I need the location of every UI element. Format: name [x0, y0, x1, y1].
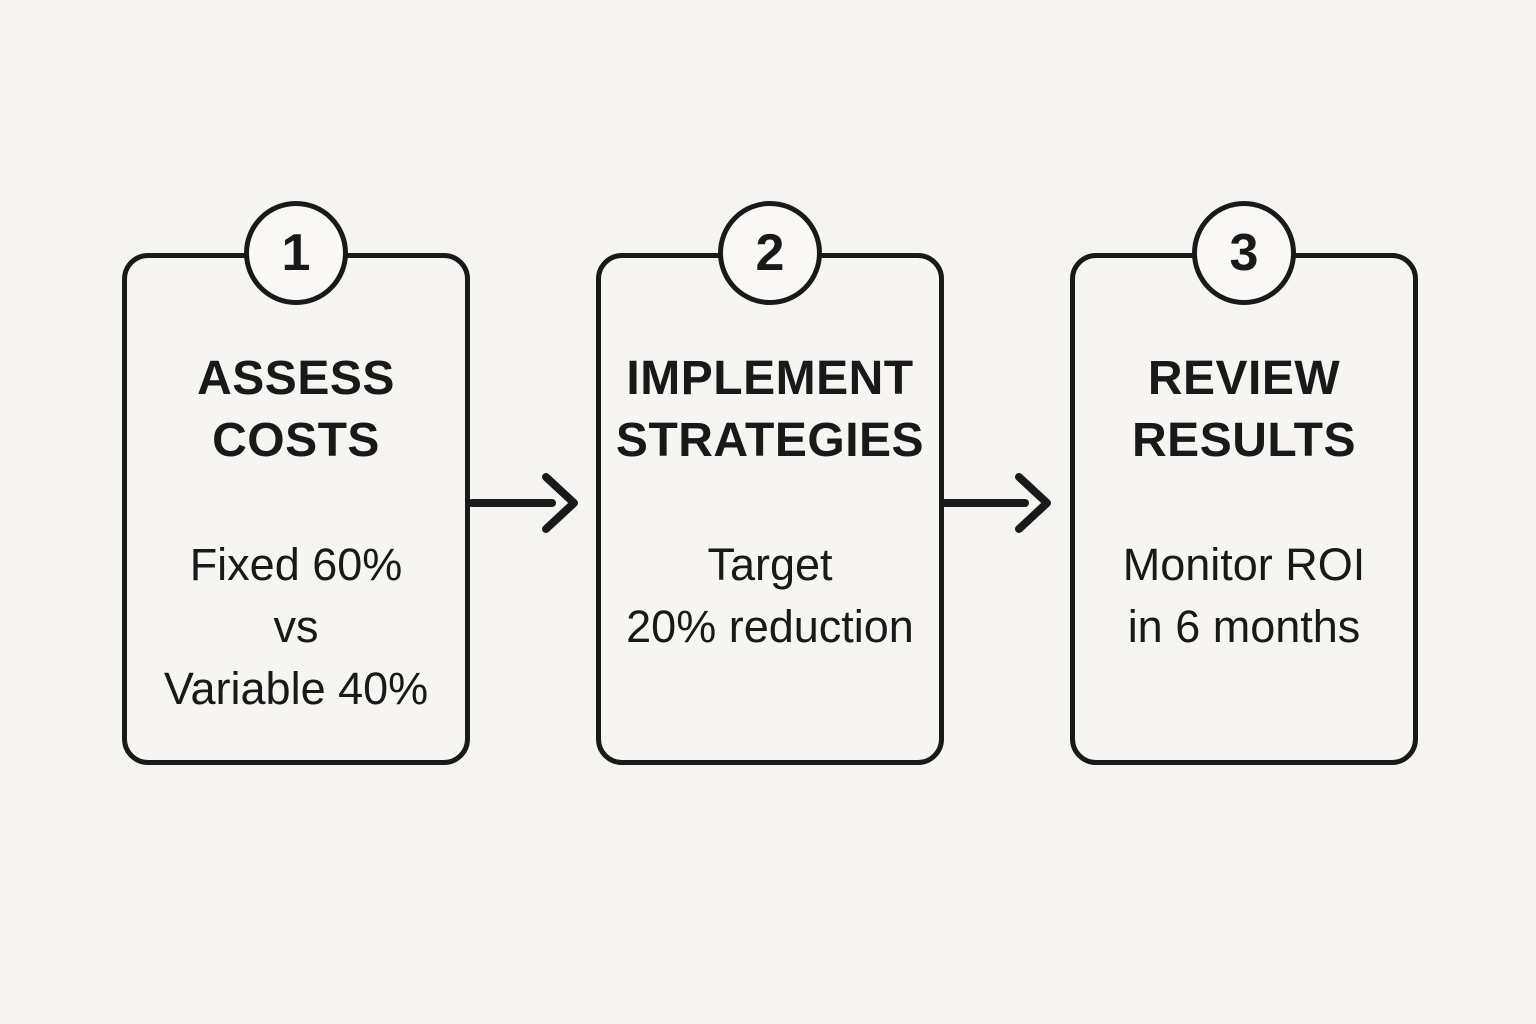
step-detail: Target 20% reduction: [626, 539, 914, 653]
step-card-implement-strategies: 2 IMPLEMENT STRATEGIES Target 20% reduct…: [596, 201, 944, 765]
step-number-badge: 2: [718, 201, 822, 305]
step-number: 1: [281, 224, 311, 282]
arrow-right-icon: [470, 473, 578, 533]
step-number-badge: 1: [244, 201, 348, 305]
step-number: 3: [1229, 224, 1259, 282]
step-number: 2: [755, 224, 785, 282]
step-title: IMPLEMENT STRATEGIES: [615, 352, 925, 468]
step-detail: Fixed 60% vs Variable 40%: [163, 539, 429, 715]
step-detail: Monitor ROI in 6 months: [1122, 539, 1366, 653]
step-number-badge: 3: [1192, 201, 1296, 305]
step-title: ASSESS COSTS: [197, 352, 395, 468]
step-title: REVIEW RESULTS: [1132, 352, 1356, 468]
step-card-review-results: 3 REVIEW RESULTS Monitor ROI in 6 months: [1070, 201, 1418, 765]
step-card-assess-costs: 1 ASSESS COSTS Fixed 60% vs Variable 40%: [122, 201, 470, 765]
arrow-right-icon: [943, 473, 1051, 533]
